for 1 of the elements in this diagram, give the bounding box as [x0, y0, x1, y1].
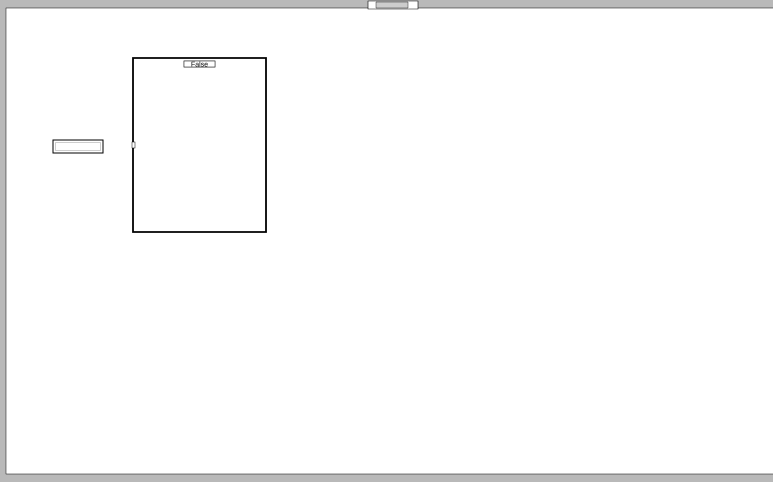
- constant-box: [52, 140, 104, 154]
